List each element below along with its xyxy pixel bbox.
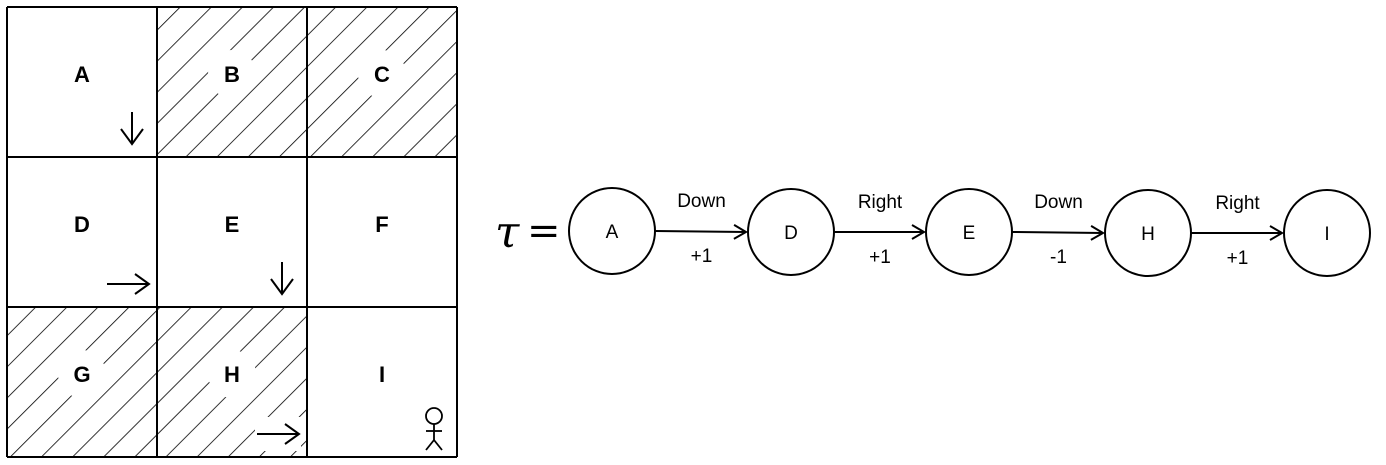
node-circle <box>925 188 1013 276</box>
node-label: I <box>1324 224 1329 245</box>
edge-action-label: Right <box>858 192 903 213</box>
trajectory-edge: Right +1 <box>1191 193 1284 269</box>
arrow-down-icon <box>120 112 144 146</box>
grid-cell-c: C <box>307 7 457 157</box>
cell-label: E <box>225 212 240 237</box>
grid-cell-b: B <box>157 7 307 157</box>
edge-action-label: Down <box>677 191 726 212</box>
trajectory-node-i: I <box>1283 189 1371 277</box>
trajectory-node-e: E <box>925 188 1013 276</box>
edge-arrow <box>654 224 748 240</box>
arrow-down-icon <box>270 262 294 296</box>
cell-label: A <box>74 62 90 87</box>
grid-cell-d: D <box>74 212 151 295</box>
grid-cell-i: I <box>379 362 443 451</box>
cell-label: F <box>375 212 388 237</box>
label-backdrop <box>58 350 106 398</box>
node-circle <box>1283 189 1371 277</box>
trajectory-diagram: τ = Down +1 Right +1 Down -1 Right +1 A D E H I <box>495 187 1371 277</box>
cell-label: H <box>224 362 240 387</box>
grid-cell-a: A <box>74 62 144 146</box>
edge-reward-label: +1 <box>869 247 891 268</box>
grid-cell-g: G <box>7 307 157 457</box>
trajectory-node-h: H <box>1104 189 1192 277</box>
grid-cell-f: F <box>375 212 388 237</box>
edge-action-label: Right <box>1215 193 1260 214</box>
equals-sign: = <box>527 208 561 254</box>
grid-cell-e: E <box>225 212 294 296</box>
label-backdrop <box>358 50 406 98</box>
trajectory-node-d: D <box>747 188 835 276</box>
node-circle <box>1104 189 1192 277</box>
edge-reward-label: +1 <box>1227 248 1249 269</box>
stick-figure-icon <box>425 407 443 451</box>
edge-reward-label: +1 <box>691 246 713 267</box>
edge-action-label: Down <box>1034 192 1083 213</box>
grid-world: A B C D E F G H I <box>6 6 458 458</box>
arrow-right-icon <box>257 423 301 445</box>
label-backdrop <box>208 50 256 98</box>
edge-reward-label: -1 <box>1050 247 1067 268</box>
trajectory-node-a: A <box>568 187 656 275</box>
node-label: A <box>606 222 619 243</box>
trajectory-edge: Down +1 <box>654 191 748 267</box>
grid-cell-h: H <box>157 307 307 457</box>
node-label: E <box>963 223 976 244</box>
node-label: H <box>1141 224 1155 245</box>
arrow-right-icon <box>107 273 151 295</box>
edge-arrow <box>1011 225 1105 241</box>
label-backdrop <box>208 350 256 398</box>
node-circle <box>747 188 835 276</box>
trajectory-edge: Right +1 <box>834 192 926 268</box>
tau-symbol: τ <box>495 207 520 258</box>
cell-label: I <box>379 362 385 387</box>
cell-label: D <box>74 212 90 237</box>
cell-label: B <box>224 62 240 87</box>
node-circle <box>568 187 656 275</box>
cell-label: G <box>73 362 90 387</box>
trajectory-edge: Down -1 <box>1011 192 1105 268</box>
node-label: D <box>784 223 798 244</box>
cell-label: C <box>374 62 390 87</box>
